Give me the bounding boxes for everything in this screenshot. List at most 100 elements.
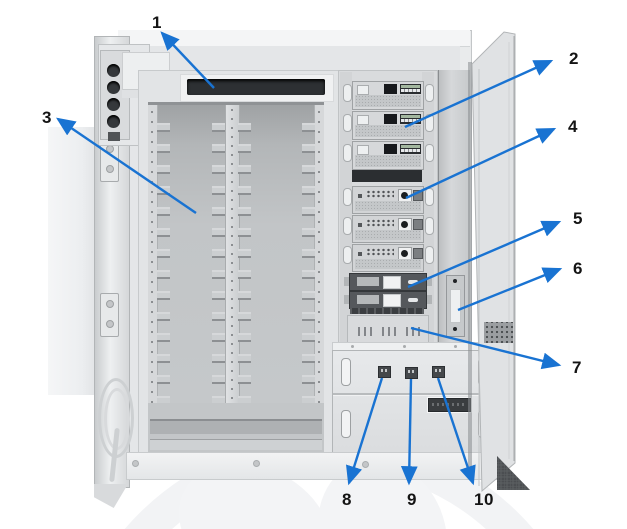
- rack-floor: [148, 403, 324, 457]
- callout-label-1: 1: [152, 13, 162, 32]
- chassis-handle-slot: [478, 410, 488, 438]
- rack-opening: [148, 102, 324, 457]
- module-vent-grille: [355, 259, 421, 269]
- vent-slits: [382, 327, 398, 336]
- rail-slot: [425, 217, 434, 235]
- rail-slot: [343, 144, 352, 162]
- left-door-bottom-edge: [94, 484, 128, 508]
- cable-gland-block: [108, 132, 120, 141]
- rail-slot: [343, 188, 352, 206]
- module-vent-grille: [355, 95, 421, 107]
- callout-label-6: 6: [573, 259, 583, 278]
- base-screw-icon: [253, 460, 260, 467]
- chassis-connector-3: [432, 366, 445, 378]
- rack-base-rail: [150, 419, 322, 434]
- callout-label-8: 8: [342, 490, 352, 509]
- module-label-plate: [383, 276, 401, 289]
- aux-connector: [413, 248, 423, 259]
- aux-connector: [413, 190, 423, 201]
- power-module-2: [352, 111, 424, 140]
- screw-icon: [485, 345, 488, 348]
- rack-gap-slot: [352, 170, 422, 182]
- chassis-handle-slot: [478, 358, 488, 386]
- vent-slits: [358, 327, 374, 336]
- chassis-divider: [333, 393, 493, 396]
- cable-gland-hole: [107, 115, 120, 128]
- module-label-plate: [383, 294, 401, 307]
- screw-icon: [403, 345, 406, 348]
- module-plug: [357, 115, 369, 125]
- bottom-chassis: [332, 350, 494, 459]
- rail-slot: [425, 188, 434, 206]
- cable-gland-hole: [107, 81, 120, 94]
- switch-module-1: [344, 273, 432, 291]
- screw-icon: [351, 345, 354, 348]
- rack-ear: [427, 295, 432, 304]
- rail-slot: [425, 144, 434, 162]
- base-screw-icon: [362, 461, 369, 468]
- cable-gland-hole: [107, 64, 120, 77]
- io-module-3: [352, 244, 424, 272]
- wall-panel: [48, 127, 98, 395]
- rail-slot: [425, 246, 434, 264]
- strip-plate: [450, 289, 461, 323]
- callout-label-4: 4: [568, 117, 578, 136]
- switch-module-2: [344, 291, 432, 309]
- vented-panel: [347, 315, 429, 343]
- module-plug: [357, 85, 369, 95]
- rack-ear: [344, 295, 349, 304]
- shelf-brackets-left-bay: [212, 111, 225, 403]
- terminal-row: [366, 248, 394, 256]
- callout-label-2: 2: [569, 49, 579, 68]
- module-display: [384, 144, 397, 154]
- chassis-handle-slot: [341, 358, 351, 386]
- module-display: [384, 84, 397, 94]
- left-door-hinge: [100, 293, 119, 337]
- base-screw-icon: [132, 460, 139, 467]
- io-module-2: [352, 215, 424, 243]
- shelf-brackets-right-bay: [302, 111, 315, 403]
- power-module-3: [352, 141, 424, 170]
- callout-arrow-6: [457, 267, 563, 312]
- indicator-dot: [358, 194, 362, 198]
- rail-slot: [425, 84, 434, 102]
- chassis-connector-1: [378, 366, 391, 378]
- module-plate: [357, 277, 379, 286]
- callout-label-9: 9: [407, 490, 417, 509]
- module-plate: [357, 295, 379, 304]
- module-display: [384, 114, 397, 124]
- power-module-1: [352, 81, 424, 110]
- io-module-1: [352, 186, 424, 214]
- shelf-brackets-right-bay: [238, 111, 251, 403]
- callout-label-7: 7: [572, 358, 582, 377]
- module-vent-grille: [355, 155, 421, 167]
- callout-label-5: 5: [573, 209, 583, 228]
- callout-label-10: 10: [474, 490, 494, 509]
- rail-slot: [343, 246, 352, 264]
- vent-slits: [406, 327, 422, 336]
- rail-slot: [343, 114, 352, 132]
- rack-ear: [427, 277, 432, 286]
- terminal-row: [366, 219, 394, 227]
- shelf-brackets-left-bay: [157, 111, 170, 403]
- door-perforation: [484, 322, 513, 343]
- module-rail: [350, 308, 424, 314]
- chassis-slot: [428, 398, 471, 412]
- aux-connector: [413, 219, 423, 230]
- screw-icon: [454, 345, 457, 348]
- module-vent-grille: [355, 201, 421, 211]
- module-keypad: [400, 114, 421, 124]
- base-screw-icon: [481, 461, 488, 468]
- side-mount-strip: [446, 275, 465, 337]
- terminal-row: [366, 190, 394, 198]
- rail-slot: [343, 217, 352, 235]
- rail-slot: [343, 84, 352, 102]
- module-vent-grille: [355, 230, 421, 240]
- rack-ear: [344, 277, 349, 286]
- screw-icon: [453, 279, 457, 283]
- chassis-connector-2: [405, 367, 418, 379]
- door-perforation-dots: [484, 322, 513, 343]
- module-keypad: [400, 84, 421, 94]
- cable-gland-hole: [107, 98, 120, 111]
